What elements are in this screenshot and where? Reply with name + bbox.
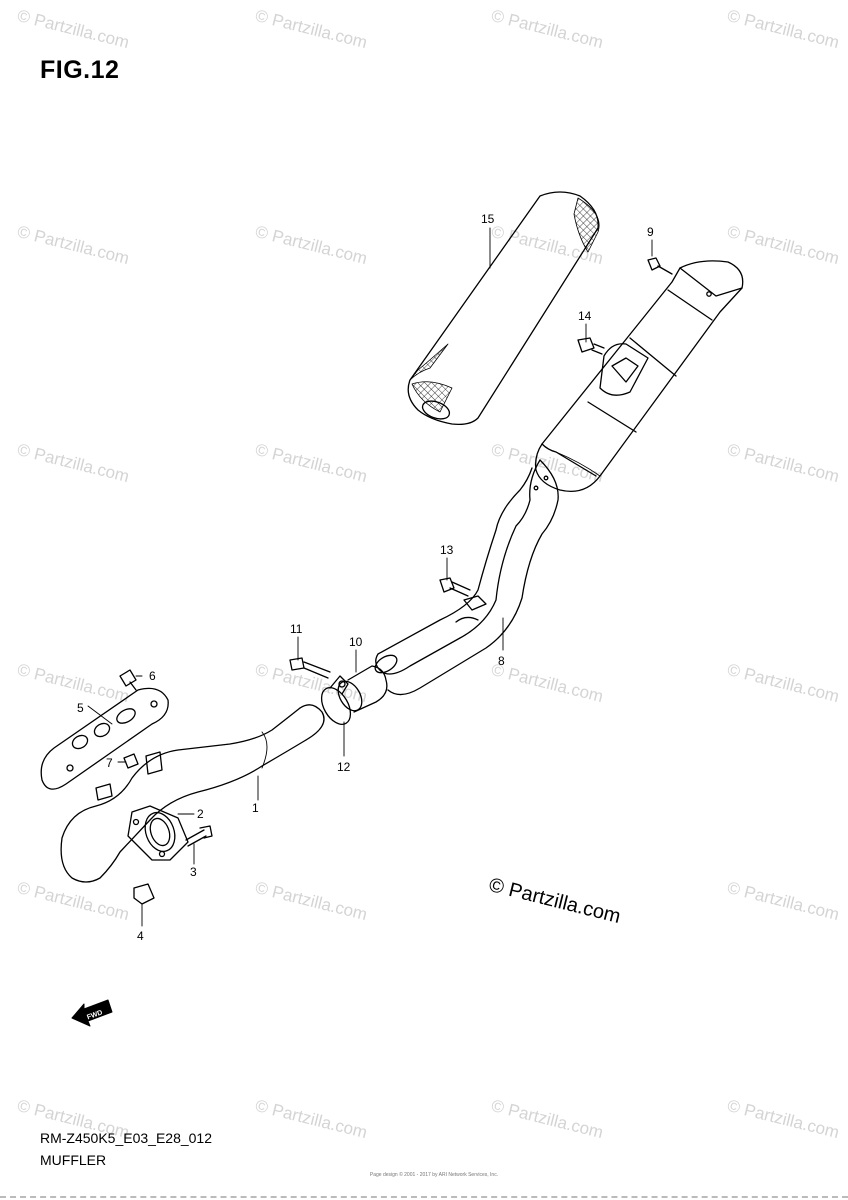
callout-3: 3: [190, 865, 197, 879]
muffler-body: [534, 260, 744, 493]
exhaust-nut: [133, 883, 155, 905]
exhaust-pipe-front: [60, 704, 325, 883]
exhaust-flange: [127, 805, 189, 861]
clamp-bolt: [289, 657, 331, 679]
callout-8: 8: [498, 654, 505, 668]
callout-7: 7: [106, 756, 113, 770]
shield-screw: [119, 669, 137, 691]
muffler-cover: [407, 191, 600, 426]
callout-4: 4: [137, 929, 144, 943]
exhaust-gasket: [144, 811, 176, 853]
callout-10: 10: [349, 635, 363, 649]
callout-9: 9: [647, 225, 654, 239]
section-name: MUFFLER: [40, 1152, 107, 1168]
callout-2: 2: [197, 807, 204, 821]
callout-15: 15: [481, 212, 495, 226]
callout-11: 11: [290, 622, 303, 636]
exhaust-clamp: [320, 675, 352, 725]
callout-6: 6: [149, 669, 156, 683]
callout-14: 14: [578, 309, 592, 323]
model-code: RM-Z450K5_E03_E28_012: [40, 1130, 213, 1146]
fwd-arrow-icon: FWD: [71, 999, 113, 1027]
connector-tube: [337, 665, 388, 713]
bottom-divider: [0, 1196, 848, 1198]
pipe-mount-bolt: [439, 577, 471, 597]
exhaust-stud: [185, 825, 213, 847]
figure-title: FIG.12: [40, 56, 120, 84]
callout-1: 1: [252, 801, 259, 815]
muffler-mount-bolt: [577, 337, 605, 355]
leader-lines: [87, 227, 653, 927]
heat-shield: [40, 687, 169, 790]
muffler-screw: [647, 257, 673, 275]
callout-5: 5: [77, 701, 84, 715]
footer-note: Page design © 2001 - 2017 by ARI Network…: [369, 1172, 499, 1178]
shield-nut: [123, 753, 139, 769]
callout-12: 12: [337, 760, 351, 774]
exhaust-pipe-rear: [374, 459, 559, 696]
callout-13: 13: [440, 543, 454, 557]
